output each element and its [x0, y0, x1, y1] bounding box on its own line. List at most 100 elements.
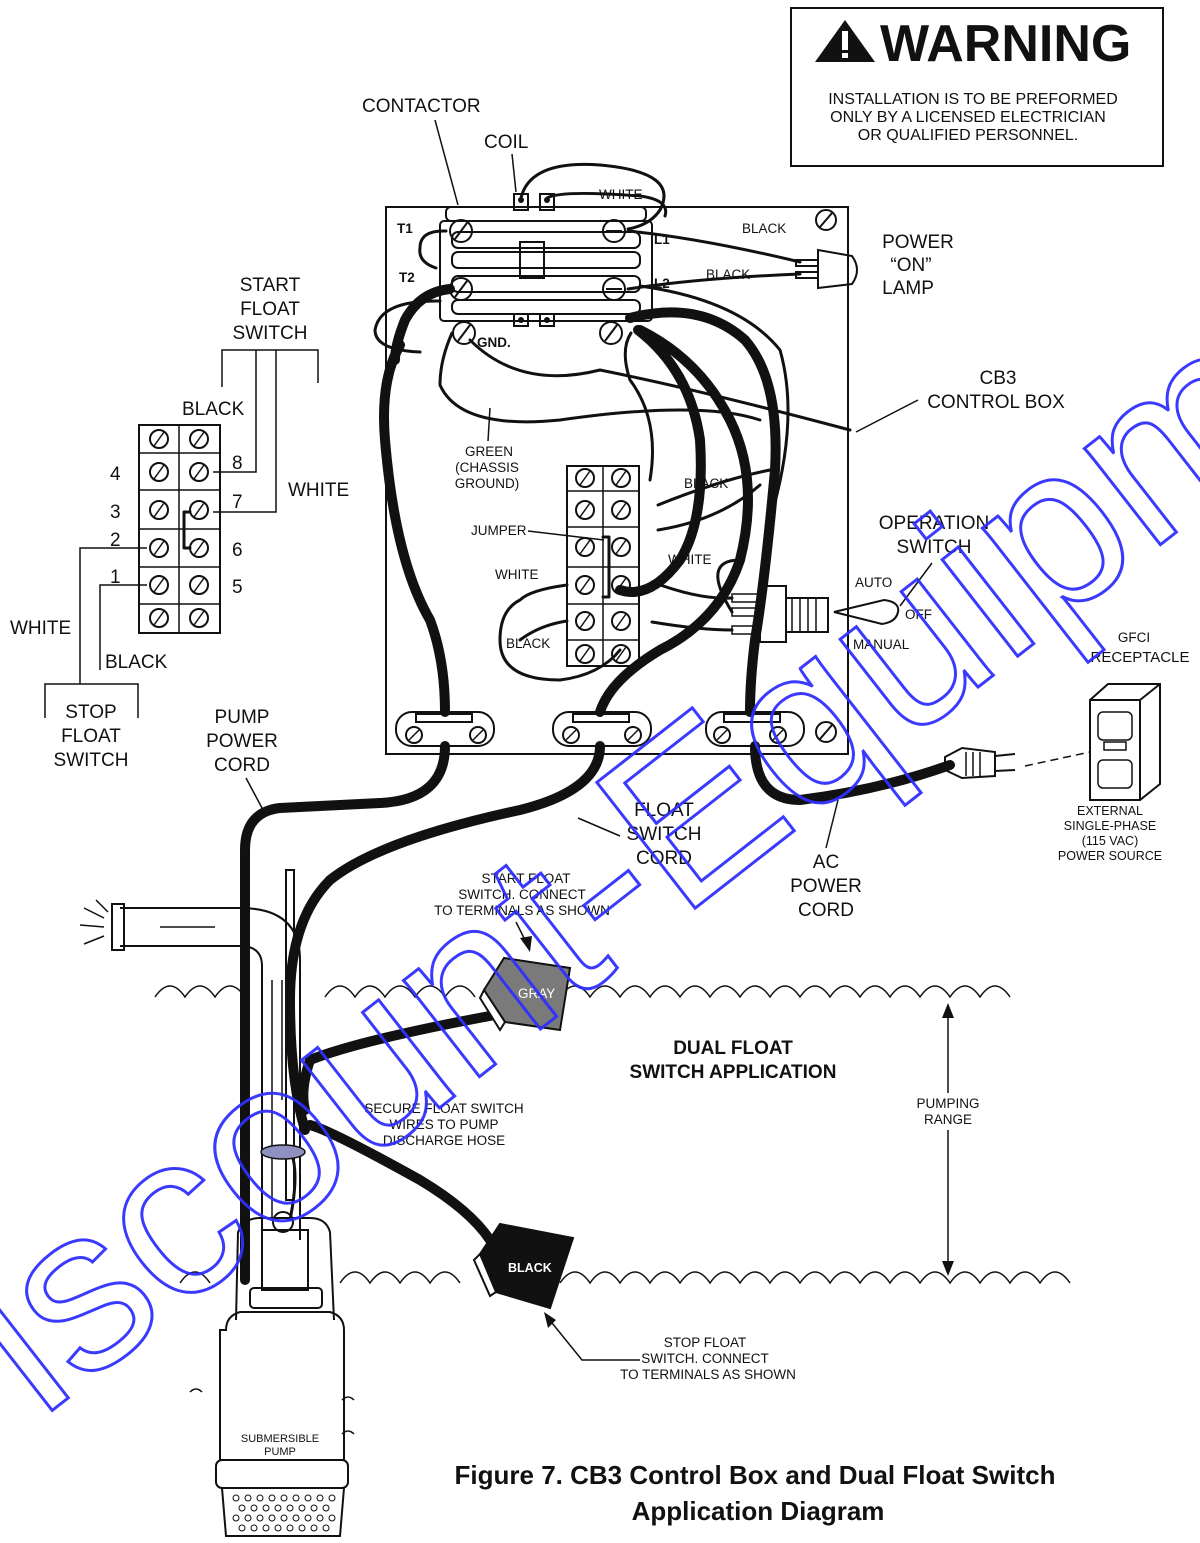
gfci-label-1: GFCI	[1118, 630, 1150, 645]
strip-num-4: 4	[110, 464, 121, 485]
white-tb-label-1: WHITE	[495, 567, 539, 582]
terminal-block	[566, 465, 640, 667]
ext-label-4: POWER SOURCE	[1058, 849, 1162, 863]
label-t2: T2	[399, 270, 415, 285]
start-float-label-3: SWITCH	[233, 323, 308, 344]
stop-float-label-3: SWITCH	[54, 750, 129, 771]
contactor	[439, 193, 653, 327]
mq-logo: MQ	[262, 1395, 295, 1417]
start-note-1: START FLOAT	[481, 871, 570, 886]
pump-label-1: SUBMERSIBLE	[241, 1433, 319, 1445]
manual-label: MANUAL	[853, 637, 910, 652]
start-float-label-1: START	[240, 275, 301, 296]
lower-water-line	[179, 1271, 1071, 1285]
strip-white-left: WHITE	[10, 618, 71, 639]
jumper-label: JUMPER	[471, 523, 527, 538]
lamp-label-1: POWER	[882, 232, 954, 253]
terminal-t1-screw-icon	[449, 219, 473, 243]
start-float-label-2: FLOAT	[240, 299, 300, 320]
ext-label-1: EXTERNAL	[1077, 804, 1143, 818]
switch-lever-icon[interactable]	[833, 598, 900, 626]
lamp-label-3: LAMP	[882, 278, 934, 299]
float-cord-label-1: FLOAT	[634, 800, 694, 821]
strip-num-2: 2	[110, 530, 121, 551]
auto-label: AUTO	[855, 575, 892, 590]
stop-note-2: SWITCH. CONNECT	[641, 1351, 769, 1366]
start-float: GRAY START FLOAT SWITCH. CONNECT TO TERM…	[434, 871, 610, 1032]
stop-note-3: TO TERMINALS AS SHOWN	[620, 1367, 796, 1382]
ext-label-3: (115 VAC)	[1082, 834, 1139, 848]
stop-note-1: STOP FLOAT	[664, 1335, 747, 1350]
strip-black-bottom: BLACK	[105, 652, 168, 673]
upper-water-line	[154, 985, 1011, 999]
submersible-pump: MQ SUBMERSIBLE PUMP	[189, 1211, 355, 1537]
coil-label: COIL	[484, 132, 528, 153]
secure-note-2: WIRES TO PUMP	[389, 1117, 498, 1132]
black-float-label: BLACK	[508, 1261, 552, 1275]
strip-num-1: 1	[110, 567, 121, 588]
strip-white-right: WHITE	[288, 480, 349, 501]
discharge-hose	[79, 869, 301, 1240]
warning-title: WARNING	[880, 15, 1131, 73]
mq-logo-text: MQ	[262, 1395, 295, 1417]
secure-note-1: SECURE FLOAT SWITCH	[364, 1101, 523, 1116]
pump-cord-label-1: PUMP	[215, 707, 270, 728]
pump-label-2: PUMP	[264, 1446, 296, 1458]
watermark-text: iscount-Equipment.c	[0, 0, 1200, 1461]
start-note-2: SWITCH. CONNECT	[458, 887, 586, 902]
lifting-ring-icon	[272, 1211, 294, 1233]
external-cords: PUMP POWER CORD FLOAT SWITCH CORD AC POW…	[206, 707, 1091, 1285]
pump-cord-label-2: POWER	[206, 731, 278, 752]
range-label-2: RANGE	[924, 1112, 972, 1127]
green-label-1: GREEN	[465, 444, 513, 459]
green-label-3: GROUND)	[455, 476, 520, 491]
stop-float: BLACK STOP FLOAT SWITCH. CONNECT TO TERM…	[472, 1222, 796, 1382]
box-screw-bottom-right-icon	[815, 721, 837, 743]
white-tb-label-2: WHITE	[668, 552, 712, 567]
caption-line-1: Figure 7. CB3 Control Box and Dual Float…	[455, 1460, 1056, 1490]
contactor-label: CONTACTOR	[362, 96, 481, 117]
box-screw-top-right-icon	[815, 209, 837, 231]
stop-float-label-2: FLOAT	[61, 726, 121, 747]
secure-note: SECURE FLOAT SWITCH WIRES TO PUMP DISCHA…	[260, 1101, 524, 1160]
lamp-label-2: “ON”	[890, 255, 931, 276]
strip-num-6: 6	[232, 540, 243, 561]
green-label-2: (CHASSIS	[455, 460, 519, 475]
gray-float-label: GRAY	[518, 986, 555, 1001]
water-levels: PUMPING RANGE DUAL FLOAT SWITCH APPLICAT…	[154, 985, 1071, 1285]
terminal-strip: START FLOAT SWITCH BLACK WHITE 4 3 2 1 8…	[10, 275, 349, 771]
strip-num-7: 7	[232, 492, 243, 513]
strip-num-5: 5	[232, 577, 243, 598]
ac-cord-label-1: AC	[813, 852, 839, 873]
box-label-1: CB3	[980, 368, 1017, 389]
white-top-label: WHITE	[599, 187, 643, 202]
dual-float-label-2: SWITCH APPLICATION	[630, 1062, 837, 1083]
float-cord-label-2: SWITCH	[627, 824, 702, 845]
strain-relief-left	[395, 711, 495, 747]
warning-line-1: INSTALLATION IS TO BE PREFORMED	[828, 91, 1118, 108]
range-label-1: PUMPING	[916, 1096, 979, 1111]
internal-cords	[379, 307, 781, 717]
label-t1: T1	[397, 221, 413, 236]
warning-line-2: ONLY BY A LICENSED ELECTRICIAN	[830, 109, 1106, 126]
watermark: iscount-Equipment.c	[0, 0, 1200, 1461]
ground-screw-2-icon	[599, 321, 623, 345]
internal-wiring	[373, 162, 852, 682]
opswitch-label-1: OPERATION	[879, 513, 990, 534]
gfci-receptacle: GFCI RECEPTACLE EXTERNAL SINGLE-PHASE (1…	[1058, 630, 1190, 863]
black-tb-label-2: BLACK	[506, 636, 550, 651]
strainer-holes	[232, 1494, 336, 1532]
warning-triangle-icon	[815, 20, 875, 62]
stop-float-label-1: STOP	[65, 702, 116, 723]
label-gnd: GND.	[477, 335, 511, 350]
strip-black-top: BLACK	[182, 399, 245, 420]
strip-num-8: 8	[232, 453, 243, 474]
off-label: OFF	[905, 607, 932, 622]
box-label-2: CONTROL BOX	[927, 392, 1065, 413]
pump-cord-label-3: CORD	[214, 755, 270, 776]
black-tb-label: BLACK	[684, 476, 728, 491]
cable-tie-icon	[260, 1144, 306, 1160]
gfci-label-2: RECEPTACLE	[1091, 649, 1190, 666]
warning-line-3: OR QUALIFIED PERSONNEL.	[858, 127, 1079, 144]
